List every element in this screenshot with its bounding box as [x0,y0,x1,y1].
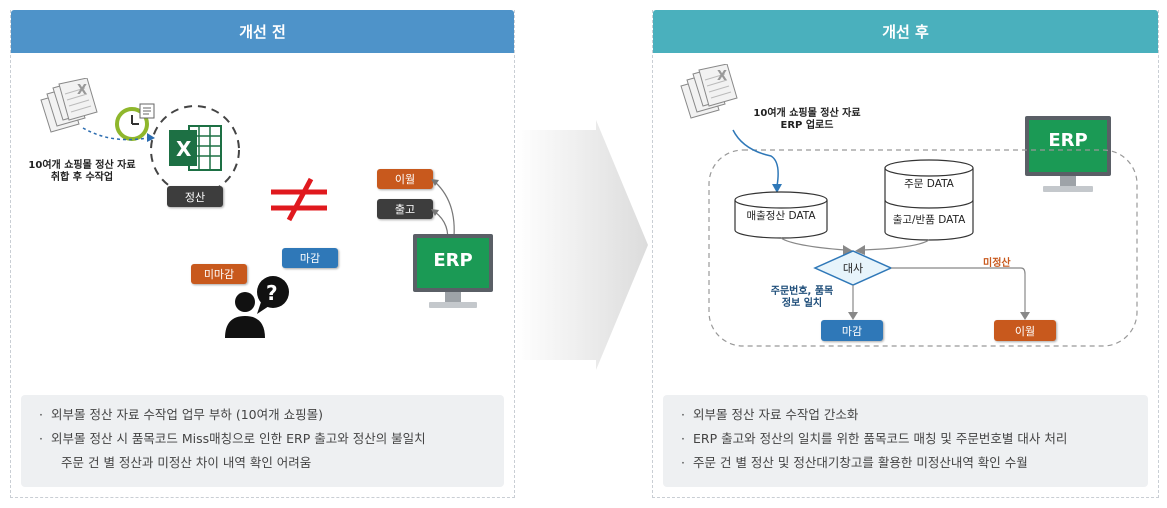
carryover-tag: 이월 [377,169,433,189]
closed-tag-2: 마감 [821,320,883,341]
svg-text:X: X [176,137,192,161]
document-stack-icon: X [40,78,98,133]
unsettled-label: 미정산 [983,258,1011,269]
before-notes: 외부몰 정산 자료 수작업 업무 부하 (10여개 쇼핑몰) 외부몰 정산 시 … [21,395,504,487]
flow-diagram [708,129,1138,347]
document-stack-icon-2: X [680,64,738,119]
before-note-2: 외부몰 정산 시 품목코드 Miss매칭으로 인한 ERP 출고와 정산의 불일… [21,427,504,451]
before-header: 개선 전 [11,10,514,53]
before-caption: 10여개 쇼핑몰 정산 자료 취합 후 수작업 [28,160,136,183]
svg-text:X: X [77,83,87,98]
after-note-3: 주문 건 별 정산 및 정산대기창고를 활용한 미정산내역 확인 수월 [663,451,1148,475]
before-panel: 개선 전 X X [10,10,515,498]
unclosed-tag: 미마감 [191,264,247,284]
erp-monitor-icon-2 [1025,116,1111,192]
after-caption: 10여개 쇼핑몰 정산 자료 ERP 업로드 [753,108,861,131]
closed-tag: 마감 [282,248,338,268]
excel-icon: X [150,105,240,195]
dashed-arrow [82,127,155,142]
after-note-1: 외부몰 정산 자료 수작업 간소화 [663,403,1148,427]
database-icon-order [884,159,974,241]
before-note-3: 주문 건 별 정산과 미정산 차이 내역 확인 어려움 [61,455,312,470]
database-icon-sales [734,191,828,239]
after-note-2: ERP 출고와 정산의 일치를 위한 품목코드 매칭 및 주문번호별 대사 처리 [663,427,1148,451]
big-arrow-icon [516,120,648,370]
db-sales-label: 매출정산 DATA [746,210,816,222]
db-order-label: 주문 DATA [904,178,954,190]
erp-monitor-icon [413,234,493,308]
settle-tag: 정산 [167,186,223,207]
after-panel: 개선 후 X 10여개 쇼핑몰 정산 자료 ERP 업로드 ERP [652,10,1159,498]
erp-label-2: ERP [1048,129,1088,151]
svg-text:X: X [717,69,727,84]
not-equal-icon [271,177,327,222]
after-notes: 외부몰 정산 자료 수작업 간소화 ERP 출고와 정산의 일치를 위한 품목코… [663,395,1148,487]
svg-text:?: ? [266,281,278,305]
before-note-1: 외부몰 정산 자료 수작업 업무 부하 (10여개 쇼핑몰) [21,403,504,427]
reconcile-label: 대사 [842,262,864,275]
match-label: 주문번호, 품목 정보 일치 [770,286,834,309]
carryover-tag-2: 이월 [994,320,1056,341]
erp-boundary [708,149,1138,347]
after-title: 개선 후 [882,23,929,41]
after-header: 개선 후 [653,10,1158,53]
shipment-tag: 출고 [377,199,433,219]
person-question-icon: ? [225,276,289,338]
before-title: 개선 전 [239,23,286,41]
clock-icon [115,103,155,141]
erp-label: ERP [433,249,473,271]
db-return-label: 출고/반품 DATA [892,214,966,226]
